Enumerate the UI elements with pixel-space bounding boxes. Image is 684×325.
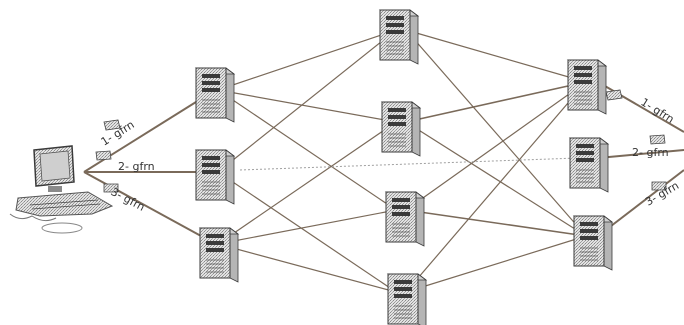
packet-icon xyxy=(649,134,666,145)
connection-line xyxy=(217,29,397,91)
server-icon xyxy=(380,101,422,157)
server-icon xyxy=(384,191,426,247)
connection-line xyxy=(217,209,397,245)
connection-line xyxy=(405,235,587,293)
connection-line xyxy=(405,29,587,83)
left-route-label-3: 3- gfrn xyxy=(109,185,147,214)
left-route-label-2: 2- gfrn xyxy=(118,160,155,173)
client-computer-icon xyxy=(9,145,114,234)
server-icon xyxy=(198,227,240,283)
packet-icon xyxy=(605,89,623,101)
connection-lines xyxy=(83,29,684,293)
packet-icon xyxy=(103,183,119,193)
connection-line xyxy=(217,89,397,123)
connection-line xyxy=(217,121,397,245)
server-group xyxy=(194,9,614,325)
connection-line xyxy=(217,243,397,293)
server-icon xyxy=(566,59,608,115)
server-icon xyxy=(572,215,614,271)
right-route-label-2: 2- gfrn xyxy=(632,146,669,159)
connection-line xyxy=(217,89,397,211)
right-route-labels: 1- gfrn 2- gfrn 3- gfrn xyxy=(632,96,681,209)
dotted-connection-line xyxy=(239,157,579,171)
connection-line xyxy=(405,81,587,123)
server-icon xyxy=(386,273,428,325)
packet-icon xyxy=(103,119,121,131)
connection-line xyxy=(405,29,587,237)
connection-line xyxy=(597,149,684,159)
server-icon xyxy=(568,137,610,193)
right-route-label-1: 1- gfrn xyxy=(638,96,676,126)
packet-icon xyxy=(651,181,667,191)
connection-line xyxy=(405,81,587,211)
connection-line xyxy=(217,171,397,293)
connection-line xyxy=(217,29,397,173)
server-icon xyxy=(378,9,420,65)
connection-line xyxy=(597,81,684,133)
server-icon xyxy=(194,67,236,123)
connection-line xyxy=(405,81,587,293)
connection-line xyxy=(405,209,587,237)
connection-line xyxy=(405,121,587,237)
packet-icon xyxy=(95,150,112,161)
server-icon xyxy=(194,149,236,205)
